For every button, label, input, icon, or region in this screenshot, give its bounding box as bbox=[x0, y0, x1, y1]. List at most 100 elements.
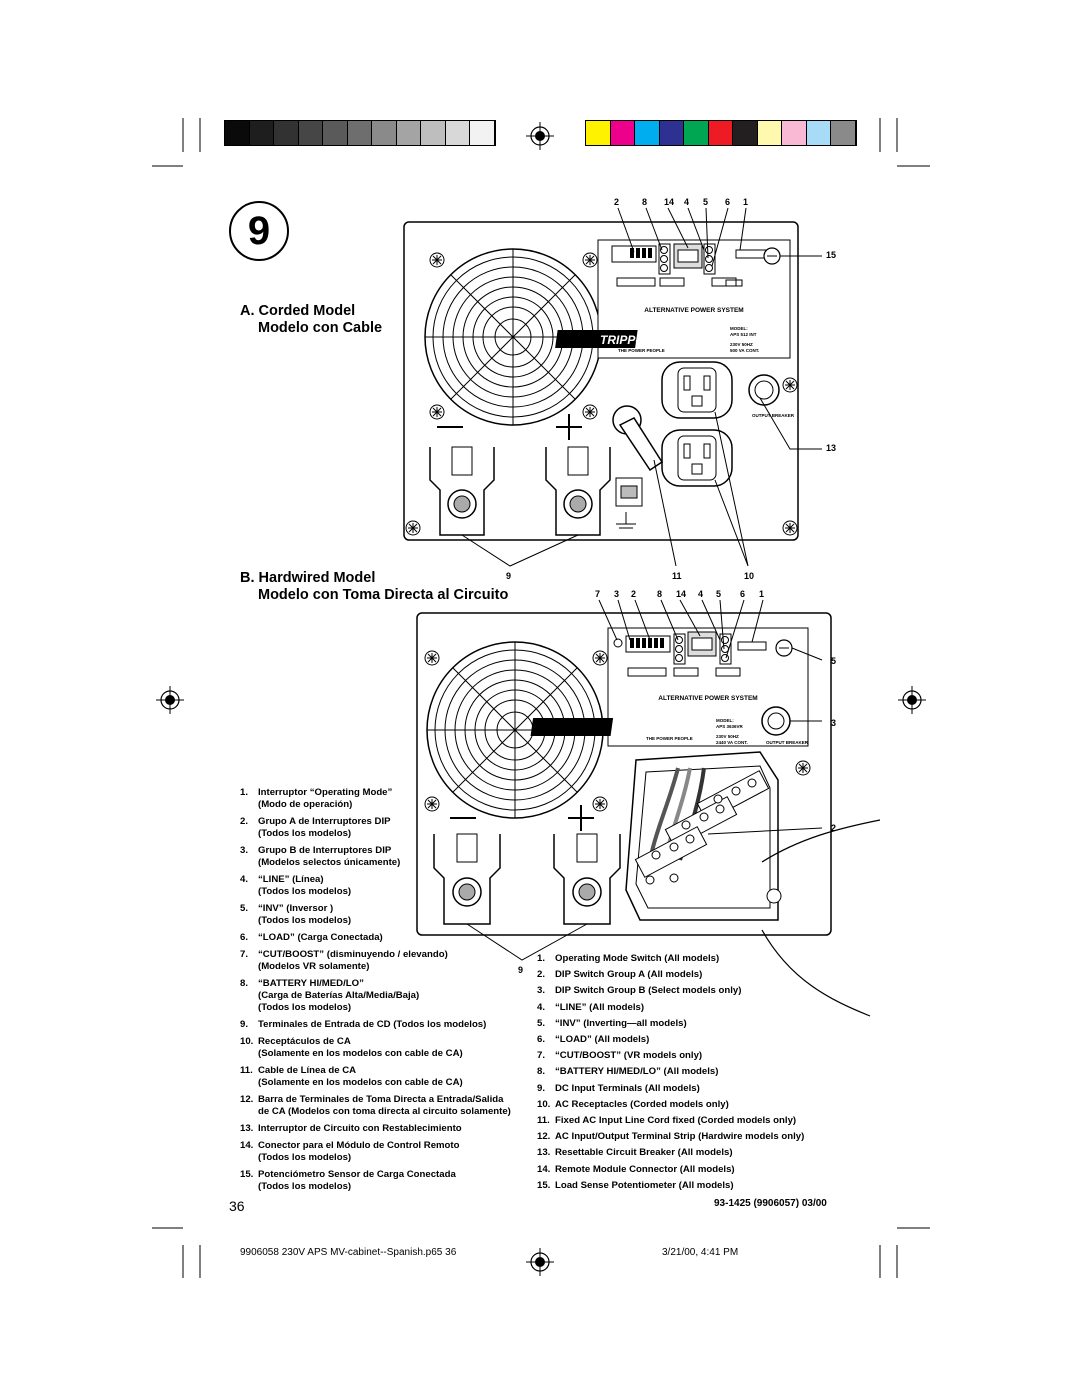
ac-receptacles bbox=[661, 361, 733, 487]
legend-es-line: (Carga de Baterías Alta/Media/Baja) bbox=[240, 990, 530, 1002]
legend-es-number: 14. bbox=[240, 1139, 254, 1151]
legend-en-item: 5.“INV” (Inverting—all models) bbox=[537, 1016, 837, 1032]
legend-en-item: 12.AC Input/Output Terminal Strip (Hardw… bbox=[537, 1129, 837, 1145]
color-bar-swatch bbox=[782, 121, 807, 145]
panel-b-model-line3: 230V 50HZ bbox=[716, 734, 739, 739]
color-bar-swatch bbox=[708, 121, 733, 145]
panel-b-breaker-label: OUTPUT BREAKER bbox=[766, 740, 809, 745]
print-footer-timestamp: 3/21/00, 4:41 PM bbox=[662, 1247, 739, 1258]
legend-es-text: (Todos los modelos) bbox=[258, 915, 352, 927]
legend-es-line: 9. Terminales de Entrada de CD (Todos los… bbox=[240, 1019, 530, 1031]
legend-es-line: 10.Receptáculos de CA bbox=[240, 1036, 530, 1048]
callout-a-10: 10 bbox=[744, 571, 755, 581]
dc-terminal-neg bbox=[429, 446, 495, 536]
legend-en-text: AC Receptacles (Corded models only) bbox=[555, 1098, 729, 1110]
gray-ramp-swatch bbox=[470, 121, 495, 145]
callout-b-4: 4 bbox=[698, 589, 704, 599]
legend-es-number: 2. bbox=[240, 816, 249, 827]
gray-ramp-swatch bbox=[372, 121, 397, 145]
callout-a-1: 1 bbox=[743, 197, 749, 207]
legend-en-number: 2. bbox=[537, 969, 546, 981]
legend-en-number: 3. bbox=[537, 985, 546, 997]
color-bar-swatch bbox=[757, 121, 782, 145]
legend-en-number: 13. bbox=[537, 1147, 551, 1159]
legend-en-item: 2.DIP Switch Group A (All models) bbox=[537, 967, 837, 983]
callout-a-2: 2 bbox=[614, 197, 620, 207]
panel-a-model-line3: 230V 50HZ bbox=[730, 342, 753, 347]
legend-es-line: 4.“LINE” (Línea) bbox=[240, 874, 530, 886]
panel-a-breaker-label: OUTPUT BREAKER bbox=[752, 413, 795, 418]
callout-a-9: 9 bbox=[506, 571, 512, 581]
callout-a-8: 8 bbox=[642, 197, 648, 207]
color-bar bbox=[585, 120, 857, 146]
ac-line-cord bbox=[612, 405, 664, 472]
legend-es-text: Potenciómetro Sensor de Carga Conectada bbox=[258, 1168, 456, 1180]
ac-terminal-strip bbox=[625, 751, 782, 921]
gray-ramp-swatch bbox=[274, 121, 299, 145]
gray-ramp-swatch bbox=[445, 121, 470, 145]
legend-es-line: (Todos los modelos) bbox=[240, 886, 530, 898]
section-a-title-en: A. Corded Model bbox=[240, 303, 356, 319]
legend-en-number: 15. bbox=[537, 1179, 551, 1191]
legend-es-number: 15. bbox=[240, 1168, 254, 1180]
legend-en-number: 5. bbox=[537, 1017, 546, 1029]
legend-es-line: 5.“INV” (Inversor ) bbox=[240, 903, 530, 915]
gray-ramp-swatch bbox=[323, 121, 348, 145]
color-bar-swatch bbox=[733, 121, 758, 145]
legend-en-item: 15. Load Sense Potentiometer (All models) bbox=[537, 1178, 837, 1194]
panel-a-system-label: ALTERNATIVE POWER SYSTEM bbox=[644, 307, 743, 314]
legend-es-number: 9. bbox=[240, 1019, 249, 1030]
legend-en-text: Load Sense Potentiometer (All models) bbox=[555, 1179, 734, 1191]
legend-es-text: (Todos los modelos) bbox=[258, 886, 352, 898]
legend-es-text: Interruptor de Circuito con Restablecimi… bbox=[258, 1122, 462, 1134]
gray-ramp-swatch bbox=[225, 121, 250, 145]
legend-es-line: 14.Conector para el Módulo de Control Re… bbox=[240, 1140, 530, 1152]
callout-b-14: 14 bbox=[676, 589, 687, 599]
panel-b-model-line2: APS 3636VR bbox=[716, 724, 744, 729]
legend-es-number: 5. bbox=[240, 903, 249, 914]
legend-en-item: 8.“BATTERY HI/MED/LO” (All models) bbox=[537, 1064, 837, 1080]
section-b-title-en: B. Hardwired Model bbox=[240, 570, 376, 586]
legend-en-text: Fixed AC Input Line Cord fixed (Corded m… bbox=[555, 1115, 797, 1127]
registration-mark-right bbox=[898, 686, 926, 714]
legend-es-text: “LOAD” (Carga Conectada) bbox=[258, 932, 383, 943]
legend-en-item: 9.DC Input Terminals (All models) bbox=[537, 1081, 837, 1097]
legend-es-text: (Modelos VR solamente) bbox=[258, 961, 370, 972]
panel-b-system-label: ALTERNATIVE POWER SYSTEM bbox=[658, 695, 757, 702]
callout-a-15: 15 bbox=[826, 250, 837, 260]
legend-es-line: 6.“LOAD” (Carga Conectada) bbox=[240, 932, 530, 944]
legend-es-number bbox=[240, 1152, 258, 1164]
legend-es-number bbox=[240, 961, 258, 973]
color-bar-swatch bbox=[684, 121, 709, 145]
legend-es-line: 8.“BATTERY HI/MED/LO” bbox=[240, 978, 530, 990]
gray-ramp bbox=[224, 120, 496, 146]
legend-es-line: (Todos los modelos) bbox=[240, 915, 530, 927]
legend-en-number: 9. bbox=[537, 1082, 546, 1094]
legend-es-text: (Modo de operación) bbox=[258, 799, 353, 811]
legend-en-number: 7. bbox=[537, 1050, 546, 1062]
legend-es-line: (Solamente en los modelos con cable de C… bbox=[240, 1077, 530, 1089]
legend-es-text: (Solamente en los modelos con cable de C… bbox=[258, 1048, 463, 1059]
callout-a-13: 13 bbox=[826, 443, 837, 453]
legend-es-number: 12. bbox=[240, 1093, 254, 1105]
legend-es-text: Terminales de Entrada de CD (Todos los m… bbox=[258, 1019, 487, 1030]
dc-terminal-neg-b bbox=[433, 833, 501, 925]
panel-a-brand: TRIPP-LITE bbox=[600, 333, 666, 347]
legend-es-text: Cable de Línea de CA bbox=[258, 1064, 357, 1076]
panel-a-tagline: THE POWER PEOPLE bbox=[618, 348, 665, 353]
legend-es-line: (Modo de operación) bbox=[240, 799, 530, 811]
panel-a-model-line2: APS 512 INT bbox=[730, 332, 757, 337]
legend-es-number bbox=[240, 857, 258, 869]
legend-es-line: 3.Grupo B de Interruptores DIP bbox=[240, 845, 530, 857]
registration-mark-top bbox=[526, 122, 554, 150]
legend-es-number bbox=[240, 990, 258, 1002]
gray-ramp-swatch bbox=[347, 121, 372, 145]
legend-es-line: 7.“CUT/BOOST” (disminuyendo / elevando) bbox=[240, 949, 530, 961]
gray-ramp-swatch bbox=[249, 121, 274, 145]
callout-b-3: 3 bbox=[614, 589, 620, 599]
legend-es-line: (Todos los modelos) bbox=[240, 828, 530, 840]
legend-en-item: 7.“CUT/BOOST” (VR models only) bbox=[537, 1048, 837, 1064]
legend-en-text: “BATTERY HI/MED/LO” (All models) bbox=[555, 1066, 719, 1078]
legend-es-number: 13. bbox=[240, 1122, 254, 1134]
